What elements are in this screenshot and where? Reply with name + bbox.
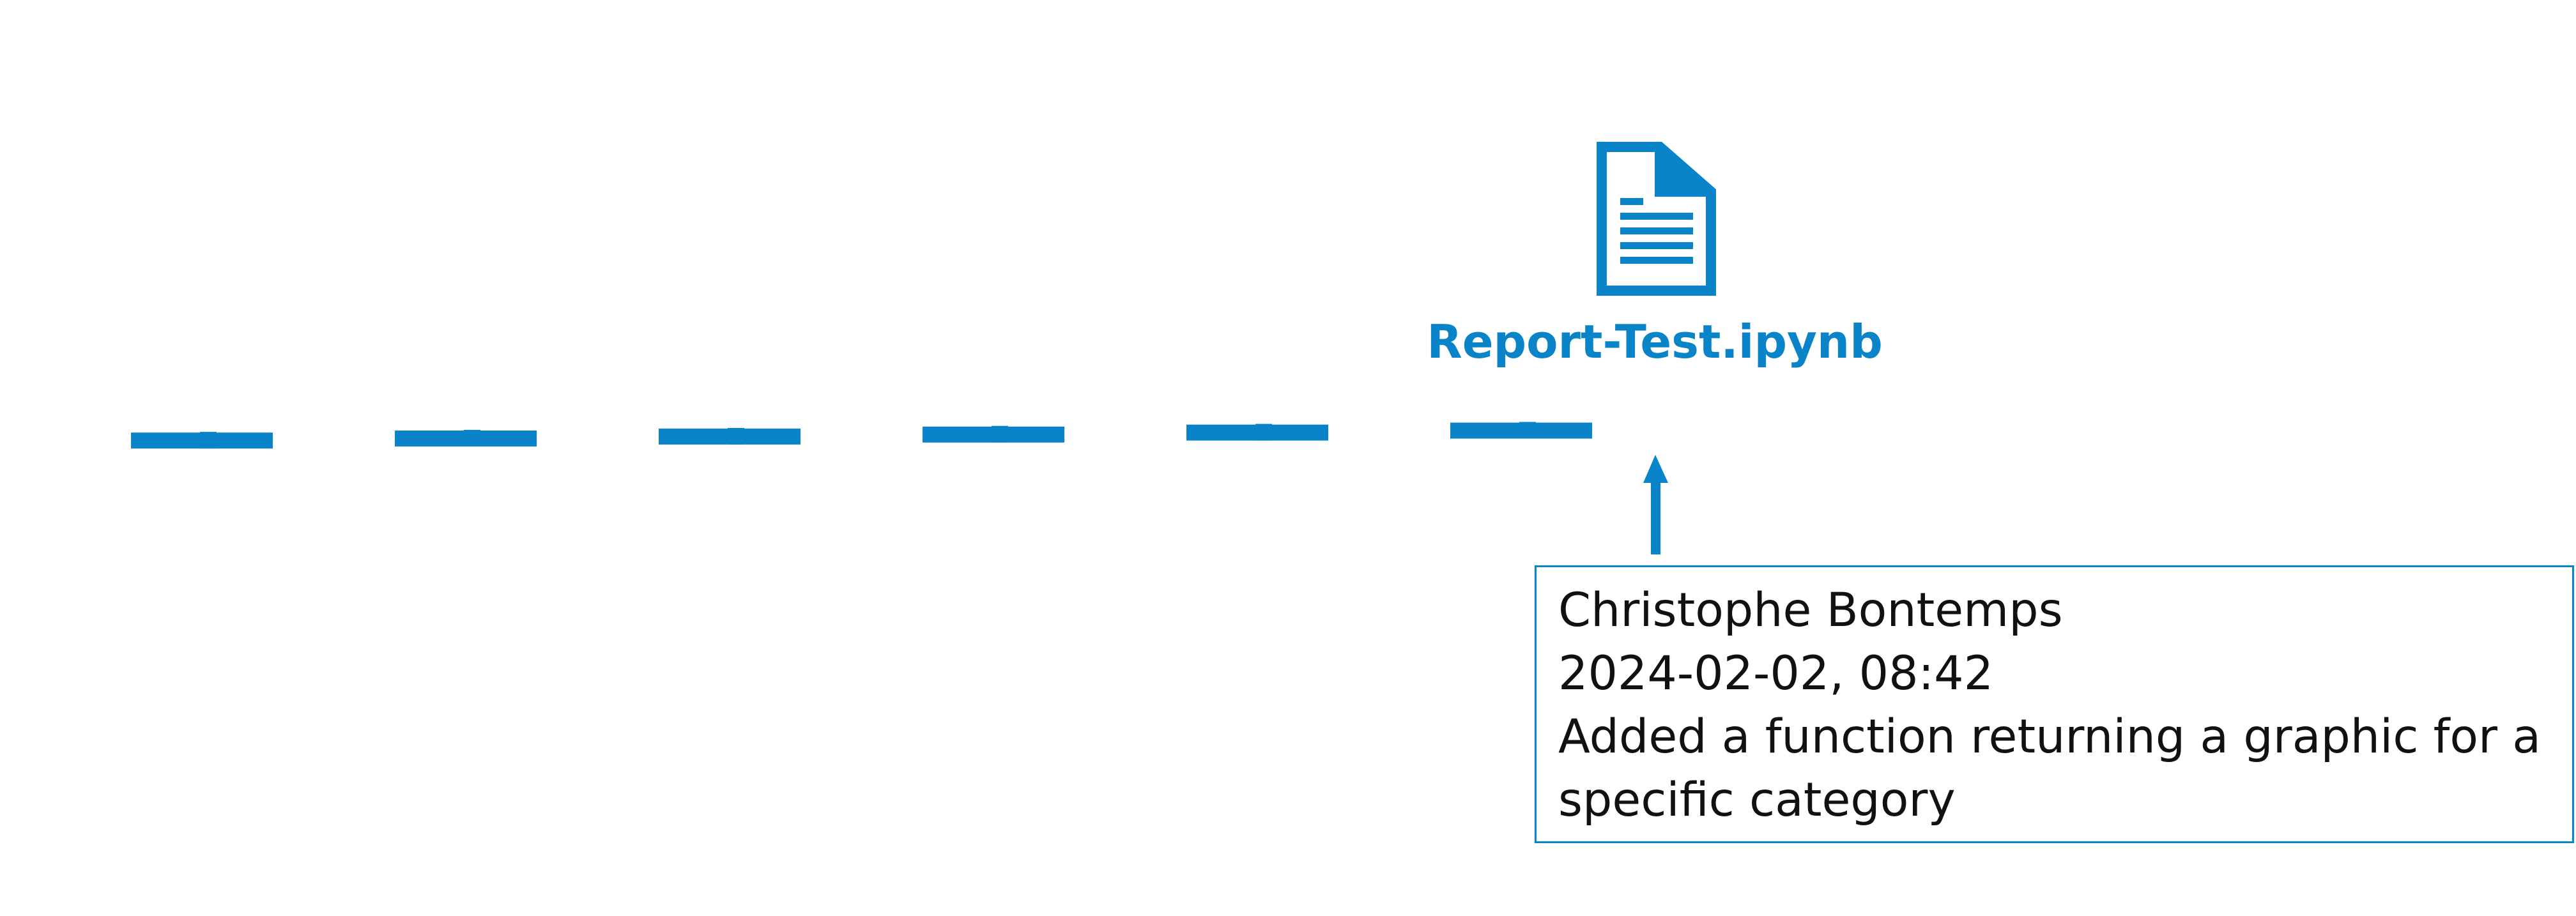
timeline-dot bbox=[200, 432, 217, 449]
commit-info-box: Christophe Bontemps 2024-02-02, 08:42 Ad… bbox=[1535, 565, 2574, 843]
commit-author: Christophe Bontemps bbox=[1558, 583, 2063, 637]
timeline-dot bbox=[992, 425, 1008, 443]
commit-message-line-1: Added a function returning a graphic for… bbox=[1558, 710, 2541, 764]
commit-pointer-arrow bbox=[1643, 455, 1668, 554]
commit-message-line-2: specific category bbox=[1558, 773, 1956, 827]
timeline-dot bbox=[728, 427, 744, 445]
timeline-dot bbox=[464, 430, 480, 447]
commit-timestamp: 2024-02-02, 08:42 bbox=[1558, 646, 1994, 701]
timeline-dot bbox=[1519, 422, 1536, 439]
document-icon bbox=[1597, 142, 1716, 296]
timeline-line bbox=[131, 422, 1592, 449]
timeline-dot bbox=[1255, 424, 1272, 441]
file-name-label: Report-Test.ipynb bbox=[1427, 315, 1882, 369]
